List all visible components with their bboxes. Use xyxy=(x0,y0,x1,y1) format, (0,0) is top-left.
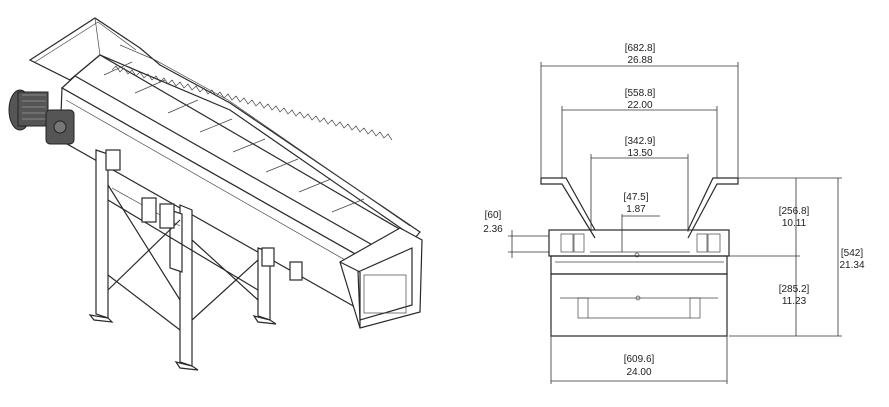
dim-overall-height-in: 21.34 xyxy=(839,260,864,271)
dimension-base-width: [609.6] 24.00 xyxy=(550,336,728,384)
drive-motor xyxy=(8,89,49,131)
conveyor-frame xyxy=(548,229,730,337)
dim-belt-in: 13.50 xyxy=(627,148,652,159)
dim-hopper-mm: [558.8] xyxy=(625,88,656,99)
dim-hopper-in: 22.00 xyxy=(627,100,652,111)
dim-belt-mm: [342.9] xyxy=(625,136,656,147)
dim-frame-height-in: 11.23 xyxy=(782,296,807,307)
dimension-belt-width: [342.9] 13.50 xyxy=(590,136,689,232)
hopper-walls xyxy=(540,177,739,239)
dim-hopper-height-in: 10.11 xyxy=(782,218,807,229)
gearbox xyxy=(45,109,75,145)
discharge-housing xyxy=(339,227,423,329)
front-elevation-view: [682.8] 26.88 [558.8] 22.00 [342.9] 13.5… xyxy=(483,43,865,384)
dimension-small-center: [47.5] 1.87 xyxy=(621,192,660,252)
dim-small-mm: [47.5] xyxy=(623,192,648,203)
dim-top-mm: [682.8] xyxy=(625,43,656,54)
support-stand xyxy=(88,149,303,371)
dimension-left-height: [60] 2.36 xyxy=(483,210,549,258)
dim-base-mm: [609.6] xyxy=(624,354,655,365)
dim-overall-height-mm: [542] xyxy=(841,248,863,259)
dimension-right-heights: [256.8] 10.11 [285.2] 11.23 [542] 21.34 xyxy=(729,177,865,337)
dim-left-mm: [60] xyxy=(485,210,502,221)
dim-base-in: 24.00 xyxy=(626,367,651,378)
dimension-hopper-inner-width: [558.8] 22.00 xyxy=(561,88,718,178)
dim-frame-height-mm: [285.2] xyxy=(779,284,810,295)
dim-hopper-height-mm: [256.8] xyxy=(779,206,810,217)
dimension-overall-top-width: [682.8] 26.88 xyxy=(540,43,739,178)
isometric-conveyor-view xyxy=(8,17,423,371)
dim-left-in: 2.36 xyxy=(483,224,503,235)
dim-top-in: 26.88 xyxy=(627,55,652,66)
dim-small-in: 1.87 xyxy=(626,204,646,215)
